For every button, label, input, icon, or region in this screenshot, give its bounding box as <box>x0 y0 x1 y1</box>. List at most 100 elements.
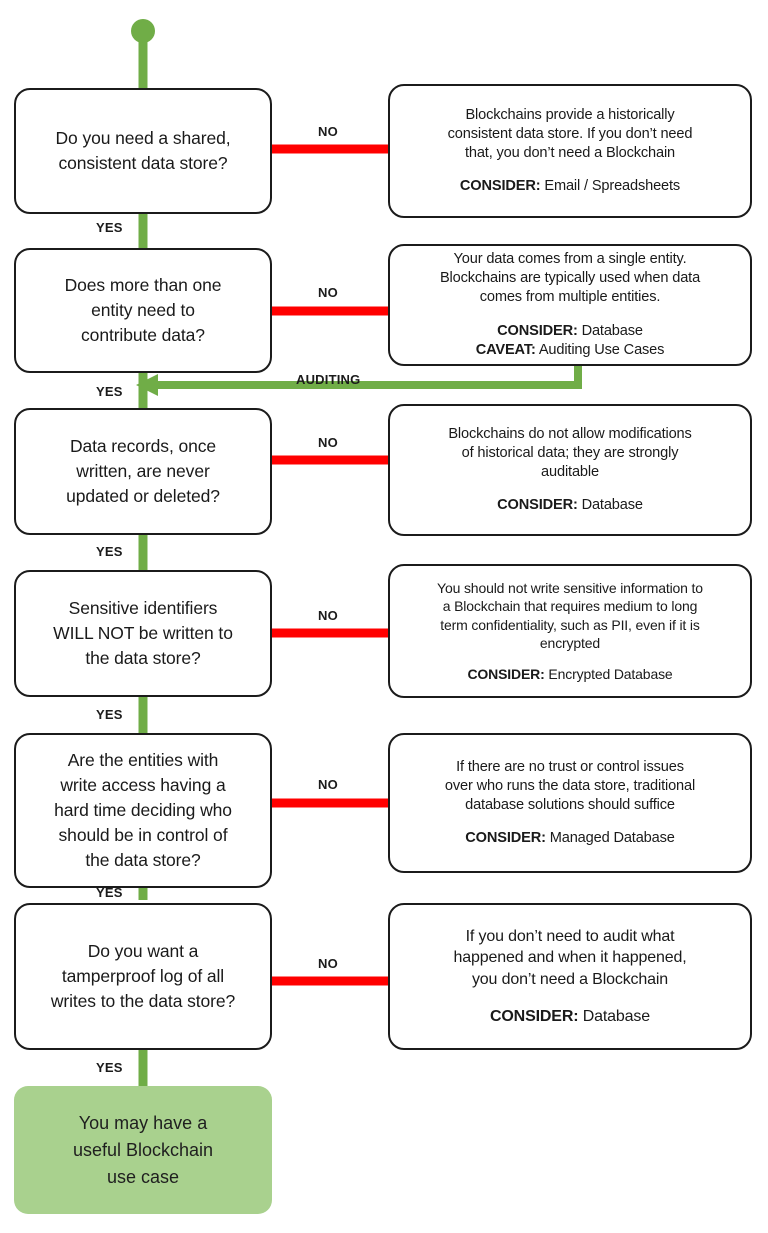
answer-recommendations: CONSIDER: Database CAVEAT: Auditing Use … <box>402 322 738 361</box>
question-box-records-never-updated[interactable]: Data records, once written, are never up… <box>14 408 272 535</box>
auditing-arrowhead <box>136 374 158 396</box>
answer-recommendations: CONSIDER: Database <box>402 496 738 515</box>
question-line: tamperproof log of all <box>61 966 225 987</box>
answer-line: Blockchains are typically used when data <box>439 270 701 287</box>
answer-line: encrypted <box>539 635 601 652</box>
answer-box-more-than-one-entity[interactable]: Your data comes from a single entity. Bl… <box>388 244 752 366</box>
recommendation-label: CONSIDER: <box>489 1007 579 1025</box>
edge-label-yes: YES <box>96 707 123 722</box>
end-line: use case <box>106 1166 180 1187</box>
answer-box-shared-consistent-data-store[interactable]: Blockchains provide a historically consi… <box>388 84 752 218</box>
recommendation-value: Database <box>581 322 643 339</box>
question-line: Are the entities with <box>67 750 219 771</box>
edge-label-no: NO <box>318 124 338 139</box>
answer-recommendations: CONSIDER: Database <box>402 1006 738 1027</box>
answer-line: If there are no trust or control issues <box>456 758 684 775</box>
edge-label-no: NO <box>318 285 338 300</box>
question-line: the data store? <box>85 647 201 668</box>
recommendation-consider: CONSIDER: Email / Spreadsheets <box>402 177 738 196</box>
edge-label-yes: YES <box>96 220 123 235</box>
answer-box-records-never-updated[interactable]: Blockchains do not allow modifications o… <box>388 404 752 536</box>
question-line: the data store? <box>85 849 201 870</box>
recommendation-consider: CONSIDER: Encrypted Database <box>402 665 738 683</box>
answer-line: over who runs the data store, traditiona… <box>444 777 696 794</box>
answer-line: you don’t need a Blockchain <box>471 970 669 988</box>
question-line: updated or deleted? <box>66 485 220 506</box>
question-line: should be in control of <box>58 824 228 845</box>
question-line: written, are never <box>76 461 210 482</box>
answer-line: term confidentiality, such as PII, even … <box>440 616 700 633</box>
question-line: write access having a <box>60 775 226 796</box>
edge-label-no: NO <box>318 608 338 623</box>
recommendation-label: CONSIDER: <box>467 665 545 682</box>
answer-line: happened and when it happened, <box>453 949 687 967</box>
recommendation-consider: CONSIDER: Database <box>402 496 738 515</box>
answer-box-control-of-data-store[interactable]: If there are no trust or control issues … <box>388 733 752 873</box>
recommendation-label: CONSIDER: <box>497 322 578 339</box>
recommendation-label: CONSIDER: <box>497 497 578 514</box>
answer-line: auditable <box>541 464 599 480</box>
answer-line: comes from multiple entities. <box>479 289 661 306</box>
recommendation-label: CONSIDER: <box>465 830 546 847</box>
recommendation-consider: CONSIDER: Database <box>402 322 738 341</box>
answer-body: If you don’t need to audit what happened… <box>402 926 738 989</box>
question-line: Sensitive identifiers <box>68 598 218 619</box>
answer-line: If you don’t need to audit what <box>465 928 675 946</box>
edge-label-yes: YES <box>96 1060 123 1075</box>
answer-recommendations: CONSIDER: Email / Spreadsheets <box>402 177 738 196</box>
answer-recommendations: CONSIDER: Managed Database <box>402 829 738 848</box>
answer-body: Your data comes from a single entity. Bl… <box>402 250 738 308</box>
edge-label-auditing: AUDITING <box>296 372 361 387</box>
recommendation-value: Database <box>581 497 643 514</box>
end-line: useful Blockchain <box>72 1139 214 1160</box>
recommendation-consider: CONSIDER: Database <box>402 1006 738 1027</box>
answer-line: Your data comes from a single entity. <box>453 250 687 267</box>
recommendation-label: CONSIDER: <box>459 178 541 195</box>
recommendation-label: CAVEAT: <box>475 341 536 358</box>
answer-recommendations: CONSIDER: Encrypted Database <box>402 665 738 683</box>
answer-line: You should not write sensitive informati… <box>437 579 703 596</box>
start-dot-icon <box>131 19 155 43</box>
recommendation-value: Managed Database <box>549 830 675 847</box>
edge-label-yes: YES <box>96 885 123 900</box>
question-line: Do you need a shared, <box>55 128 231 149</box>
answer-line: that, you don’t need a Blockchain <box>464 145 676 161</box>
recommendation-value: Database <box>582 1007 651 1025</box>
recommendation-consider: CONSIDER: Managed Database <box>402 829 738 848</box>
edge-label-yes: YES <box>96 384 123 399</box>
answer-line: database solutions should suffice <box>465 797 675 813</box>
answer-box-tamperproof-log[interactable]: If you don’t need to audit what happened… <box>388 903 752 1050</box>
answer-body: You should not write sensitive informati… <box>402 579 738 653</box>
answer-body: Blockchains do not allow modifications o… <box>402 425 738 483</box>
question-line: WILL NOT be written to <box>53 623 233 644</box>
question-line: contribute data? <box>81 324 205 345</box>
question-box-more-than-one-entity[interactable]: Does more than one entity need to contri… <box>14 248 272 373</box>
answer-box-sensitive-identifiers[interactable]: You should not write sensitive informati… <box>388 564 752 698</box>
question-box-tamperproof-log[interactable]: Do you want a tamperproof log of all wri… <box>14 903 272 1050</box>
edge-label-no: NO <box>318 435 338 450</box>
edge-label-yes: YES <box>96 544 123 559</box>
answer-line: a Blockchain that requires medium to lon… <box>442 598 698 615</box>
question-line: Does more than one <box>64 275 222 296</box>
answer-line: of historical data; they are strongly <box>461 444 679 461</box>
recommendation-value: Auditing Use Cases <box>538 341 665 358</box>
end-line: You may have a <box>78 1112 208 1133</box>
recommendation-value: Email / Spreadsheets <box>544 178 681 195</box>
recommendation-value: Encrypted Database <box>548 665 673 682</box>
edge-label-no: NO <box>318 777 338 792</box>
answer-line: Blockchains do not allow modifications <box>448 425 692 442</box>
edge-label-no: NO <box>318 956 338 971</box>
question-line: consistent data store? <box>58 153 228 173</box>
question-line: entity need to <box>91 300 195 321</box>
answer-body: Blockchains provide a historically consi… <box>402 106 738 164</box>
question-box-sensitive-identifiers[interactable]: Sensitive identifiers WILL NOT be writte… <box>14 570 272 697</box>
question-box-control-of-data-store[interactable]: Are the entities with write access havin… <box>14 733 272 888</box>
answer-line: Blockchains provide a historically <box>465 106 675 123</box>
question-line: Data records, once <box>69 436 217 457</box>
question-box-shared-consistent-data-store[interactable]: Do you need a shared, consistent data st… <box>14 88 272 214</box>
end-box-useful-blockchain-use-case[interactable]: You may have a useful Blockchain use cas… <box>14 1086 272 1214</box>
question-line: Do you want a <box>87 941 199 962</box>
recommendation-caveat: CAVEAT: Auditing Use Cases <box>402 341 738 360</box>
answer-body: If there are no trust or control issues … <box>402 758 738 816</box>
